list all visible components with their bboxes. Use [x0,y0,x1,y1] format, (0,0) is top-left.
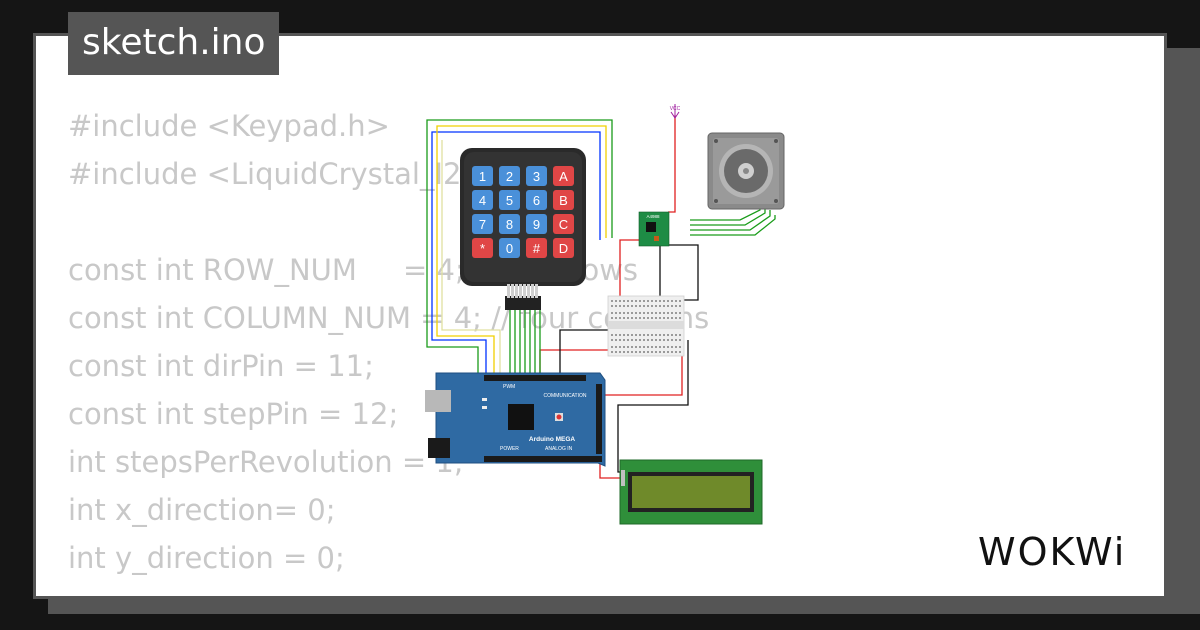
code-line-1: #include <Keypad.h> [68,109,390,143]
keypad-key[interactable]: * [472,238,493,258]
keypad-key-label: A [559,169,568,184]
keypad-key[interactable]: D [553,238,574,258]
keypad-key[interactable]: B [553,190,574,210]
keypad-key[interactable]: 4 [472,190,493,210]
code-line-8: int stepsPerRevolution = 1; [68,445,464,479]
driver-label: A4988 [646,214,660,219]
keypad[interactable]: 1 2 3 A 4 5 6 B 7 8 9 C * 0 # D [460,148,586,310]
keypad-key[interactable]: 7 [472,214,493,234]
board-comm-label: COMMUNICATION [544,393,587,399]
code-line-7: const int stepPin = 12; [68,397,399,431]
keypad-key-label: * [480,241,485,256]
wires [426,115,776,479]
keypad-key-label: 4 [479,193,486,208]
keypad-key-label: 3 [533,169,540,184]
keypad-key-label: # [533,241,541,256]
keypad-key-label: 6 [533,193,540,208]
keypad-key-label: 5 [506,193,513,208]
code-line-9: int x_direction= 0; [68,493,336,527]
vcc-label: VCC [670,106,681,112]
keypad-key-label: 9 [533,217,540,232]
keypad-key[interactable]: 0 [499,238,520,258]
keypad-key[interactable]: A [553,166,574,186]
keypad-key-label: 8 [506,217,513,232]
code-line-6: const int dirPin = 11; [68,349,374,383]
keypad-key[interactable]: 8 [499,214,520,234]
keypad-keys[interactable]: 1 2 3 A 4 5 6 B 7 8 9 C * 0 # D [472,166,574,258]
wokwi-logo: WOKWi [978,530,1127,574]
preview-card [33,33,1167,599]
keypad-key-label: C [559,217,568,232]
keypad-key[interactable]: 9 [526,214,547,234]
keypad-key-label: 7 [479,217,486,232]
board-power-label: POWER [500,446,519,452]
board-pwm-label: PWM [503,384,515,390]
breadboard[interactable] [607,295,685,357]
a4988-driver[interactable]: A4988 [638,211,670,247]
stepper-motor[interactable] [707,132,785,210]
arduino-mega[interactable]: Arduino MEGA COMMUNICATION ANALOG IN POW… [425,372,606,467]
keypad-key[interactable]: 1 [472,166,493,186]
keypad-key[interactable]: # [526,238,547,258]
board-name: Arduino MEGA [529,436,576,443]
keypad-key[interactable]: 2 [499,166,520,186]
keypad-key-label: 1 [479,169,486,184]
keypad-key[interactable]: C [553,214,574,234]
keypad-key[interactable]: 6 [526,190,547,210]
sketch-title[interactable]: sketch.ino [68,12,280,75]
code-line-10: int y_direction = 0; [68,541,345,575]
keypad-key-label: 0 [506,241,513,256]
lcd-display[interactable] [619,459,763,525]
keypad-key-label: 2 [506,169,513,184]
board-analog-label: ANALOG IN [545,446,573,452]
vcc-symbol: VCC [670,104,681,119]
keypad-key-label: D [559,241,568,256]
keypad-key-label: B [559,193,568,208]
keypad-key[interactable]: 5 [499,190,520,210]
keypad-key[interactable]: 3 [526,166,547,186]
